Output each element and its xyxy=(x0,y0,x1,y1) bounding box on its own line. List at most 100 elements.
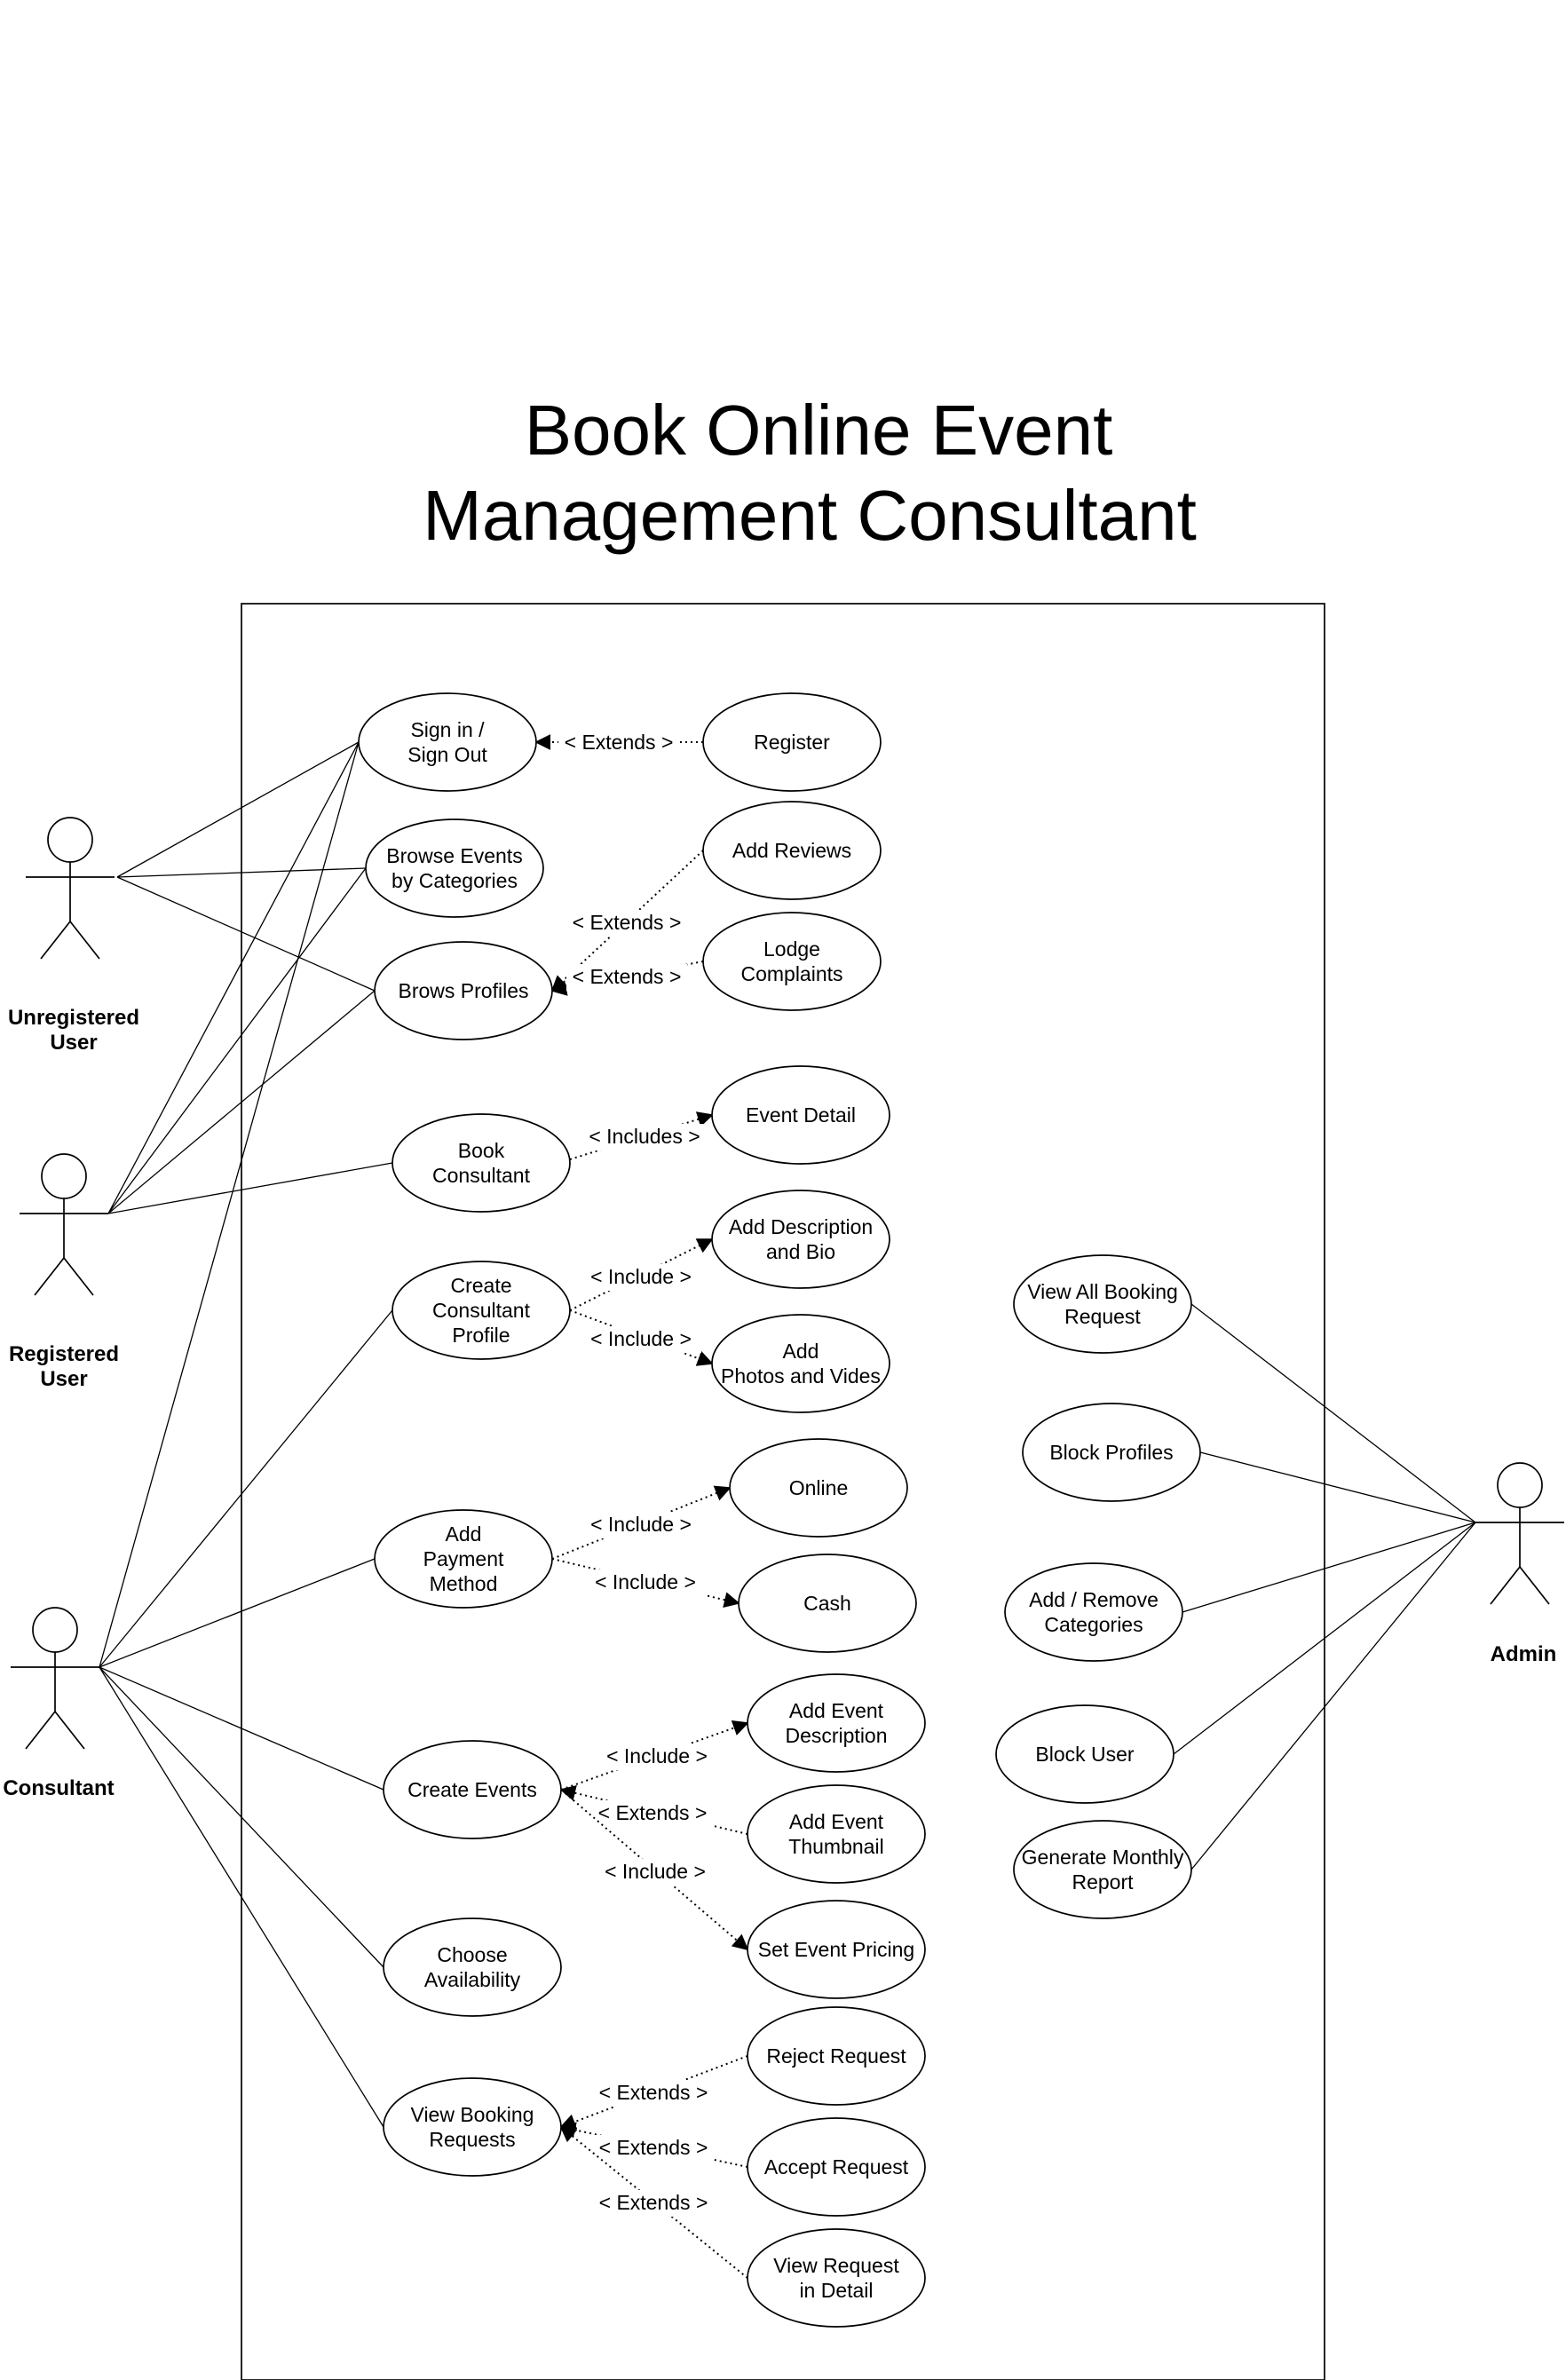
use-case-ellipse[interactable] xyxy=(747,1673,926,1773)
use-case-ellipse[interactable] xyxy=(392,1261,571,1360)
use-case-label: View All Booking xyxy=(1027,1280,1178,1303)
use-case-ellipse[interactable] xyxy=(747,1784,926,1884)
use-case-label: Requests xyxy=(429,2128,515,2151)
use-case-label: Photos and Vides xyxy=(721,1364,881,1388)
use-case-ellipse[interactable] xyxy=(383,1740,562,1839)
use-case-event-pricing[interactable]: Set Event Pricing xyxy=(747,1900,926,1999)
use-case-label: Reject Request xyxy=(766,2044,906,2068)
use-case-label: Register xyxy=(754,731,830,754)
actor-label: User xyxy=(50,1031,97,1055)
use-case-brows-profiles[interactable]: Brows Profiles xyxy=(374,941,553,1040)
use-case-label: Browse Events xyxy=(386,844,522,867)
actor-head xyxy=(47,817,93,863)
association-line xyxy=(99,1309,393,1668)
use-case-label: Add Event xyxy=(789,1699,884,1722)
use-case-add-reviews[interactable]: Add Reviews xyxy=(702,801,882,900)
use-case-label: Create Events xyxy=(407,1778,537,1801)
use-case-label: Create xyxy=(450,1274,511,1297)
use-case-create-events[interactable]: Create Events xyxy=(383,1740,562,1839)
use-case-label: and Bio xyxy=(766,1240,835,1263)
admin-actor[interactable]: Admin xyxy=(1475,1462,1564,1666)
use-case-ellipse[interactable] xyxy=(729,1438,908,1538)
use-case-online[interactable]: Online xyxy=(729,1438,908,1538)
use-case-ellipse[interactable] xyxy=(711,1314,890,1413)
use-case-ellipse[interactable] xyxy=(1022,1403,1201,1502)
use-case-ellipse[interactable] xyxy=(374,941,553,1040)
use-case-label: Description xyxy=(785,1724,887,1747)
use-case-label: Online xyxy=(789,1476,848,1499)
diagram-title-line-2: Management Consultant xyxy=(423,476,1197,555)
association-line xyxy=(1182,1522,1476,1613)
use-case-ellipse[interactable] xyxy=(383,2077,562,2177)
use-case-ellipse[interactable] xyxy=(383,1917,562,2017)
use-case-ellipse[interactable] xyxy=(392,1113,571,1213)
use-case-ellipse[interactable] xyxy=(747,2117,926,2217)
use-case-ellipse[interactable] xyxy=(374,1509,553,1609)
association-line xyxy=(107,867,367,1214)
diagram-title-line-1: Book Online Event xyxy=(525,391,1113,470)
use-case-ellipse[interactable] xyxy=(1013,1254,1192,1354)
use-case-ellipse[interactable] xyxy=(747,2228,926,2328)
use-case-label: by Categories xyxy=(392,869,518,892)
system-boundary xyxy=(241,603,1325,2380)
use-case-ellipse[interactable] xyxy=(747,1900,926,1999)
dependency-label-background xyxy=(593,2135,714,2162)
use-case-ellipse[interactable] xyxy=(365,818,544,918)
use-case-ellipse[interactable] xyxy=(711,1190,890,1289)
dependency-label: < Extends > xyxy=(598,1801,708,1824)
association-line xyxy=(107,741,360,1214)
dependency-lines: < Extends >< Extends >< Extends >< Inclu… xyxy=(534,730,749,2279)
consultant-actor[interactable]: Consultant xyxy=(3,1607,115,1800)
actor-head xyxy=(41,1153,87,1199)
association-line xyxy=(1190,1303,1476,1523)
use-case-ellipse[interactable] xyxy=(711,1065,890,1165)
use-case-ellipse[interactable] xyxy=(358,692,537,792)
use-case-ellipse[interactable] xyxy=(702,801,882,900)
use-case-ellipse[interactable] xyxy=(702,692,882,792)
association-line xyxy=(116,741,360,878)
use-case-cash[interactable]: Cash xyxy=(738,1554,917,1653)
use-case-accept-request[interactable]: Accept Request xyxy=(747,2117,926,2217)
association-line xyxy=(1173,1522,1476,1755)
association-line xyxy=(99,1666,384,2128)
use-case-label: Thumbnail xyxy=(788,1835,883,1858)
dependency-label: < Extends > xyxy=(599,2136,708,2159)
use-case-register[interactable]: Register xyxy=(702,692,882,792)
use-case-block-profiles[interactable]: Block Profiles xyxy=(1022,1403,1201,1502)
use-case-block-user[interactable]: Block User xyxy=(995,1704,1174,1804)
use-case-event-detail[interactable]: Event Detail xyxy=(711,1065,890,1165)
dependency-label-background xyxy=(566,910,687,937)
use-case-reject-request[interactable]: Reject Request xyxy=(747,2006,926,2106)
use-case-ellipse[interactable] xyxy=(1004,1562,1183,1662)
use-case-label: Choose xyxy=(437,1943,507,1966)
use-case-label: Generate Monthly xyxy=(1022,1846,1184,1869)
use-case-ellipse[interactable] xyxy=(702,912,882,1011)
use-case-sign-in[interactable]: Sign in /Sign Out xyxy=(358,692,537,792)
use-case-ellipse[interactable] xyxy=(747,2006,926,2106)
use-case-label: Complaints xyxy=(740,962,842,985)
dependency-extends: < Extends > xyxy=(550,961,704,996)
use-case-ellipse[interactable] xyxy=(738,1554,917,1653)
dependency-extends: < Extends > xyxy=(559,2055,748,2130)
use-case-ellipse[interactable] xyxy=(995,1704,1174,1804)
actor-head xyxy=(32,1607,78,1653)
dependency-label: < Extends > xyxy=(599,2081,708,2104)
use-case-ellipse[interactable] xyxy=(1013,1820,1192,1919)
